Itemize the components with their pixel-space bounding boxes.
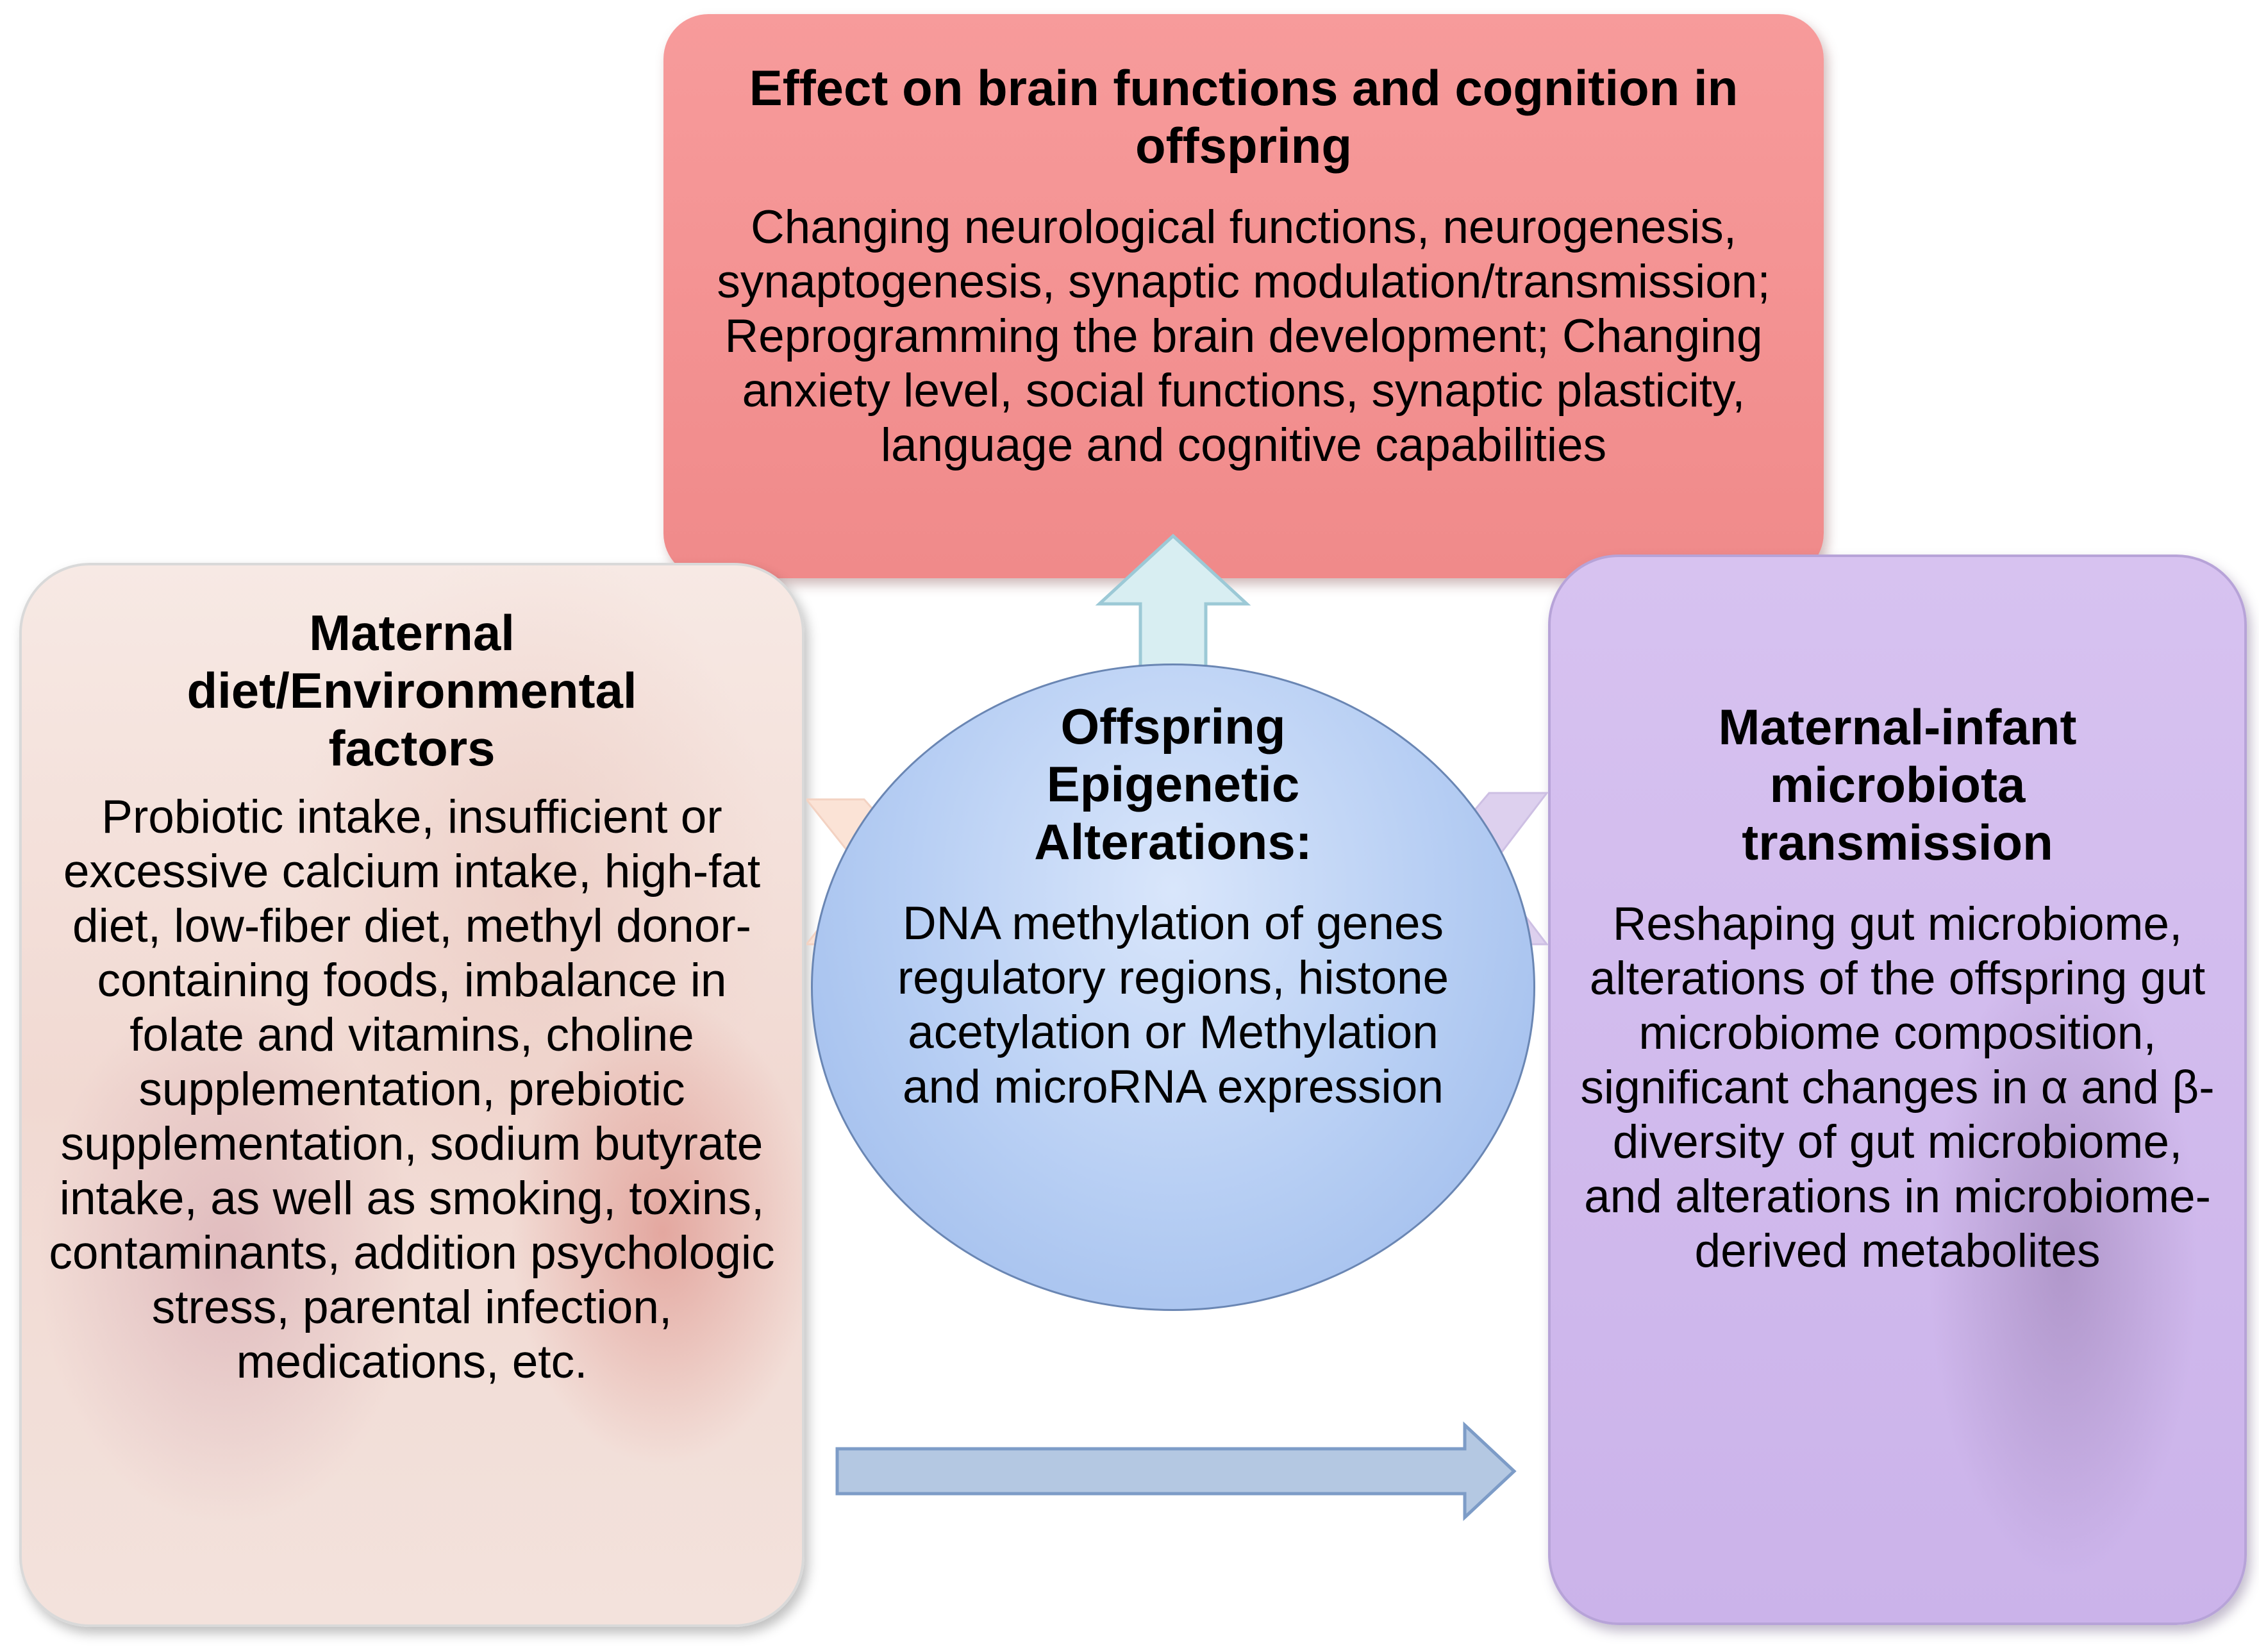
maternal-diet-text: Probiotic intake, insufficient or excess…	[49, 791, 775, 1388]
up-arrow	[1095, 533, 1251, 671]
brain-effects-text: Changing neurological functions, neuroge…	[717, 201, 1771, 471]
microbiota-transmission-title: Maternal-infant microbiota transmission	[1718, 699, 2077, 871]
epigenetic-alterations-title: Offspring Epigenetic Alterations:	[1034, 698, 1312, 870]
epigenetic-alterations-text: DNA methylation of genes regulatory regi…	[897, 897, 1449, 1113]
epigenetic-alterations-circle: Offspring Epigenetic Alterations: DNA me…	[811, 663, 1535, 1311]
maternal-diet-title: Maternal diet/Environmental factors	[187, 605, 637, 776]
brain-effects-box: Effect on brain functions and cognition …	[663, 14, 1824, 578]
bottom-arrow	[835, 1421, 1517, 1521]
microbiota-transmission-box: Maternal-infant microbiota transmission …	[1548, 555, 2247, 1625]
brain-effects-title: Effect on brain functions and cognition …	[749, 60, 1738, 174]
microbiota-transmission-text: Reshaping gut microbiome, alterations of…	[1580, 898, 2215, 1277]
maternal-diet-box: Maternal diet/Environmental factors Prob…	[19, 563, 804, 1627]
